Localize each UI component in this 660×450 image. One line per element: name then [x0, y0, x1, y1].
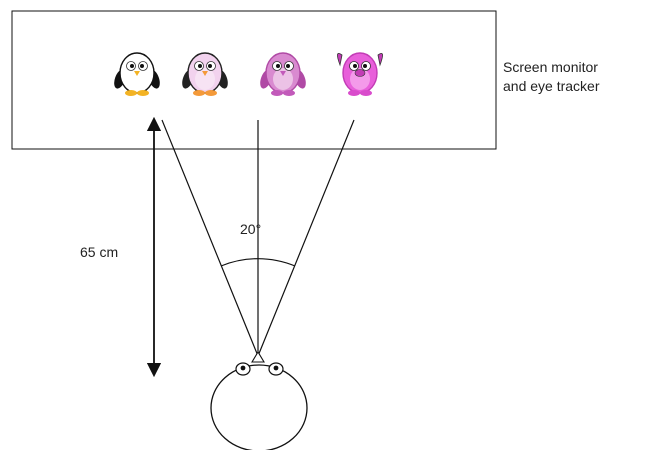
viewer-eye-right [268, 362, 284, 376]
penguin-2-stimulus [182, 52, 228, 96]
screen-monitor-box [11, 10, 497, 150]
penguin-1-stimulus [114, 52, 160, 96]
sight-line-left [161, 119, 259, 357]
distance-label: 65 cm [80, 244, 119, 260]
penguin-3-stimulus [260, 52, 306, 96]
screen-label-line-2: and eye tracker [503, 78, 600, 94]
viewing-angle-arc [220, 258, 296, 267]
pig-4-stimulus [337, 52, 383, 96]
screen-label-line-1: Screen monitor [503, 59, 598, 75]
viewer-head [210, 350, 308, 450]
screen-monitor-label: Screen monitor and eye tracker [503, 58, 600, 96]
sight-line-right [257, 119, 355, 357]
stimuli-row [114, 52, 383, 96]
viewer-eye-left [235, 362, 251, 376]
angle-label: 20° [240, 221, 262, 237]
